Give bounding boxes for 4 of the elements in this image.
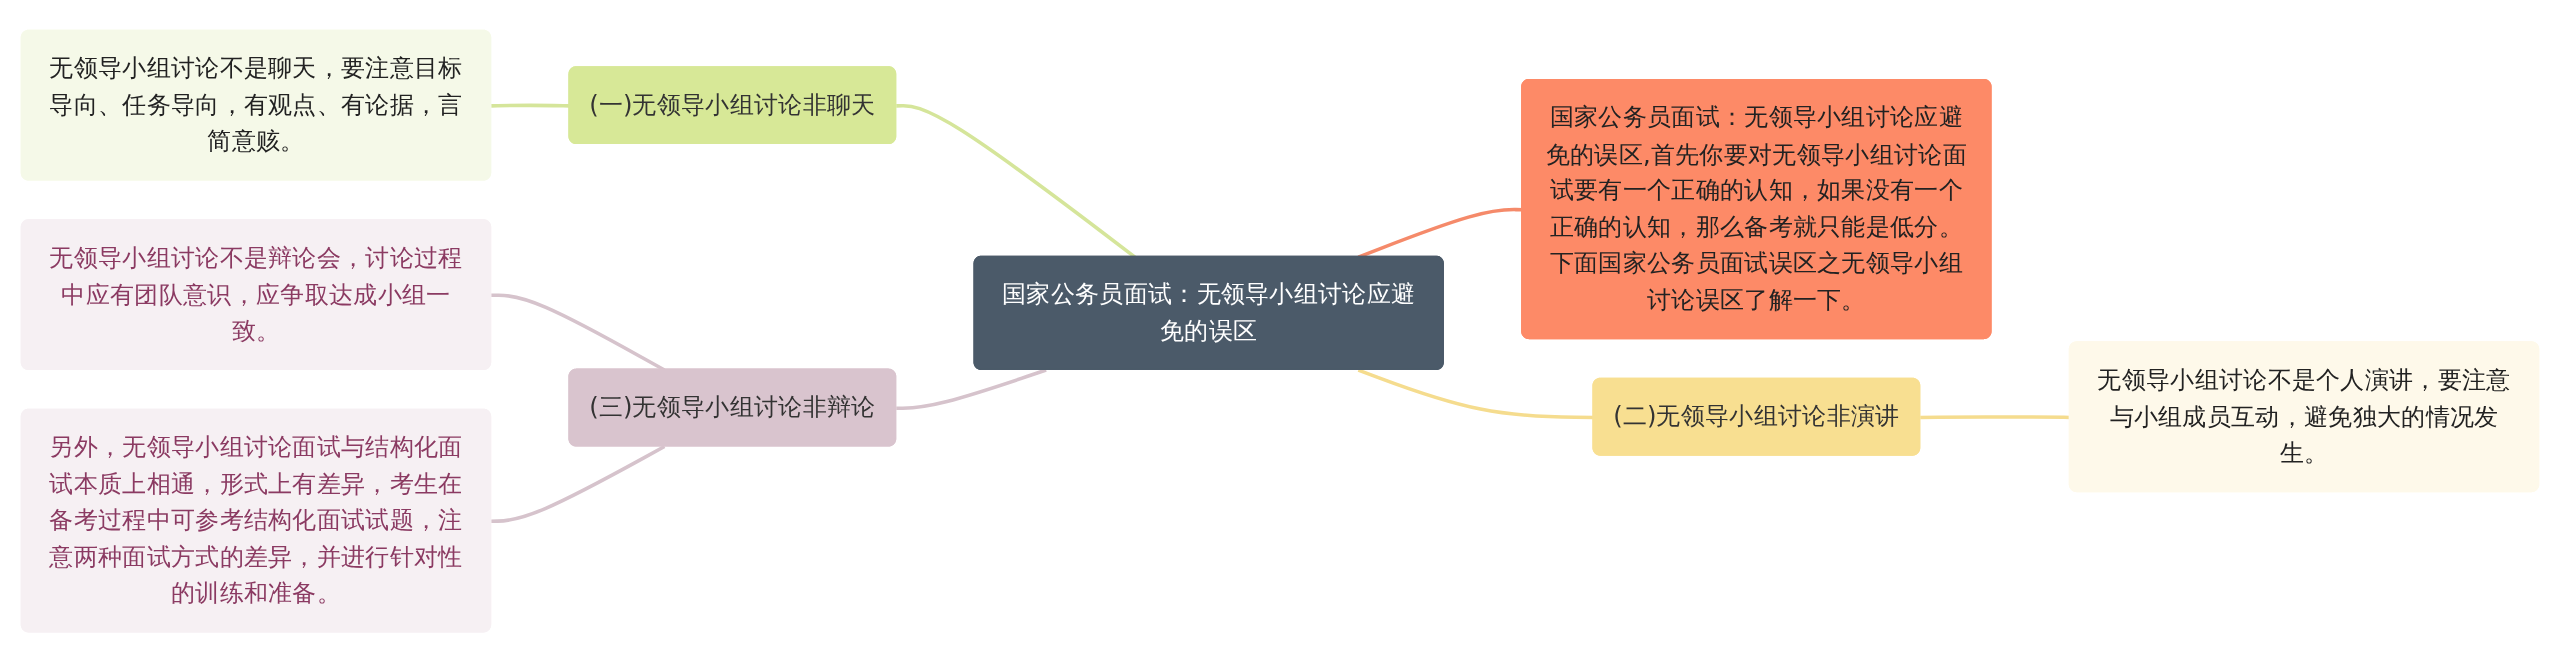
connector (1357, 368, 1594, 420)
connector (896, 368, 1047, 411)
connector (491, 104, 570, 109)
connector (491, 445, 666, 524)
